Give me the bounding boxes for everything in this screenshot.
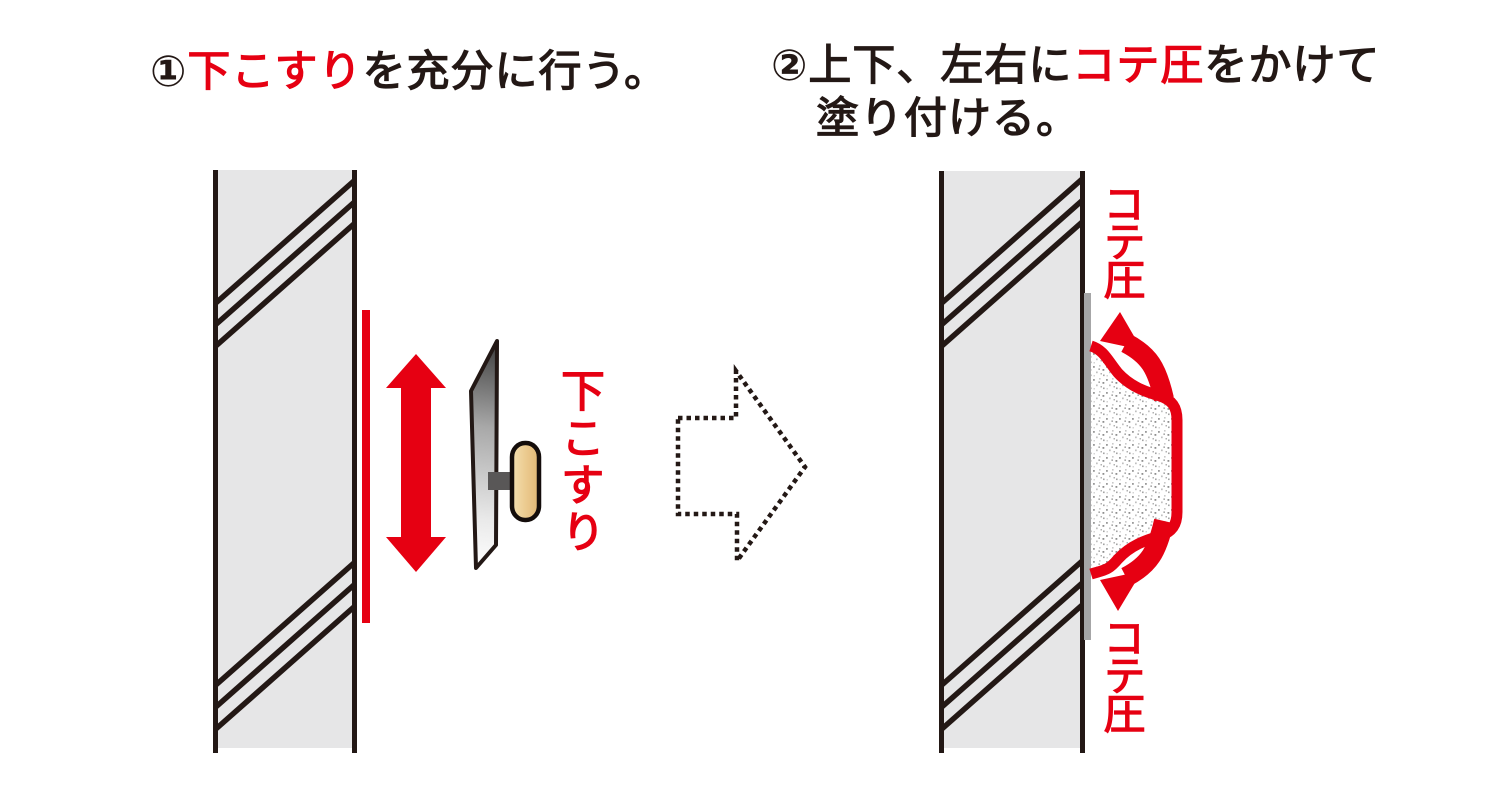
mortar-outline	[1088, 340, 1183, 580]
pressure-label-top: コテ圧	[1098, 182, 1145, 296]
pressure-arrow-up-icon	[1100, 312, 1174, 402]
pressure-arrow-down-icon	[1100, 518, 1174, 611]
transition-arrow-icon	[675, 364, 808, 568]
trowel-label: 下こすり	[554, 368, 603, 556]
mortar-fill-body	[1091, 346, 1177, 574]
step1-rest: を充分に行う。	[362, 48, 668, 96]
wall-left-face	[213, 170, 357, 748]
trowel-icon	[469, 339, 542, 570]
updown-arrow-icon	[386, 354, 446, 572]
step2-keyword: コテ圧	[1072, 42, 1205, 90]
wall-left	[213, 170, 357, 753]
trowel-handle	[509, 440, 542, 523]
trowel-neck	[488, 472, 516, 490]
step1-number: ①	[150, 48, 188, 96]
wall-left-hatch-lines	[213, 174, 357, 736]
wall-right-hatch-lines	[939, 172, 1085, 736]
trowel-blade	[469, 339, 499, 570]
pressure-label-bottom: コテ圧	[1098, 616, 1145, 730]
wall-right	[939, 171, 1085, 753]
step1-title: ①下こすりを充分に行う。	[150, 46, 668, 99]
step2-title-line1: ②上下、左右にコテ圧をかけて	[771, 40, 1380, 93]
step2-title: ②上下、左右にコテ圧をかけて 塗り付ける。	[771, 40, 1380, 146]
mortar-mound	[1088, 340, 1183, 580]
wall-right-face	[939, 171, 1085, 748]
step2-number: ②上下、左右に	[771, 42, 1073, 90]
step1-keyword: 下こすり	[187, 48, 363, 96]
thin-coat-red-line	[362, 310, 370, 623]
step2-rest: をかけて	[1204, 42, 1381, 90]
step2-title-line2: 塗り付ける。	[816, 95, 1080, 143]
base-coat-strip	[1084, 293, 1091, 640]
